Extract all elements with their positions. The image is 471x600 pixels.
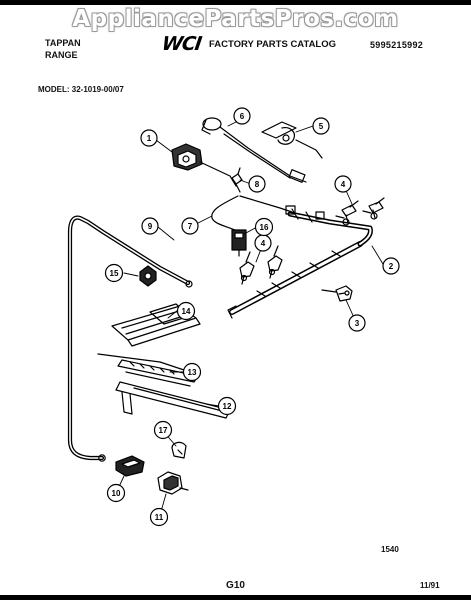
callout-4-middle-label: 4	[261, 239, 266, 248]
callout-11: 11	[149, 507, 169, 527]
part-1-control	[171, 143, 237, 187]
callout-4-upper: 4	[334, 175, 352, 193]
callout-17: 17	[153, 420, 173, 440]
page-number: G10	[226, 580, 245, 591]
callout-7: 7	[181, 217, 199, 235]
part-13-oven-burner	[97, 353, 199, 387]
callout-3-label: 3	[355, 319, 360, 328]
callout-4-upper-label: 4	[341, 180, 346, 189]
callout-13: 13	[182, 362, 202, 382]
callout-11-label: 11	[155, 513, 164, 522]
part-3-valve	[321, 285, 353, 302]
callouts: 1 2 3 4 4 5 6	[104, 107, 400, 527]
callout-12-label: 12	[223, 402, 232, 411]
callout-15: 15	[104, 263, 124, 283]
callout-10: 10	[106, 483, 126, 503]
top-frame-line	[0, 0, 471, 5]
callout-9-label: 9	[148, 222, 153, 231]
part-14-burner-spreader	[111, 303, 201, 347]
product-label: RANGE	[45, 50, 78, 60]
part-6-igniter	[201, 117, 307, 183]
callout-5-label: 5	[319, 122, 324, 131]
part-4-middle-orifice-group	[239, 245, 283, 285]
part-11-bracket	[157, 471, 189, 495]
brand-label: TAPPAN	[45, 38, 81, 48]
callout-16-label: 16	[260, 223, 269, 232]
part-2-manifold	[227, 205, 373, 319]
callout-7-label: 7	[188, 222, 193, 231]
callout-4-middle: 4	[254, 234, 272, 252]
part-4-upper-orifice-group	[335, 197, 385, 226]
callout-8-label: 8	[255, 180, 260, 189]
callout-8: 8	[248, 175, 266, 193]
callout-9: 9	[141, 217, 159, 235]
callout-6-label: 6	[240, 112, 245, 121]
callout-16: 16	[254, 217, 274, 237]
revision-date: 11/91	[420, 581, 440, 590]
catalog-number: 5995215992	[370, 40, 424, 50]
part-10-bracket	[115, 455, 145, 477]
callout-1: 1	[140, 129, 158, 147]
catalog-header: WCI FACTORY PARTS CATALOG	[160, 33, 337, 55]
figure-number: 1540	[381, 545, 399, 554]
callout-1-label: 1	[147, 134, 152, 143]
part-8-clip	[231, 167, 243, 193]
bottom-frame-line	[0, 595, 471, 600]
callout-13-label: 13	[188, 368, 197, 377]
part-17-clip	[171, 441, 187, 459]
catalog-title: FACTORY PARTS CATALOG	[208, 38, 337, 50]
callout-6: 6	[233, 107, 251, 125]
callout-17-label: 17	[159, 426, 168, 435]
callout-3: 3	[348, 314, 366, 332]
callout-12: 12	[217, 396, 237, 416]
callout-14-label: 14	[182, 307, 191, 316]
callout-5: 5	[312, 117, 330, 135]
part-12-broil-burner	[115, 381, 231, 419]
part-5-igniter	[261, 121, 323, 159]
callout-15-label: 15	[110, 269, 119, 278]
watermark: AppliancePartsPros.com	[72, 6, 399, 32]
callout-2-label: 2	[389, 262, 394, 271]
callout-2: 2	[382, 257, 400, 275]
model-number: MODEL: 32-1019-00/07	[38, 85, 124, 94]
part-9-gas-tube	[67, 215, 193, 462]
callout-14: 14	[176, 301, 196, 321]
part-15-orifice	[139, 265, 157, 287]
part-16-ignitor-switch	[231, 229, 247, 257]
part-7-wire-harness	[211, 195, 293, 233]
callout-10-label: 10	[112, 489, 121, 498]
